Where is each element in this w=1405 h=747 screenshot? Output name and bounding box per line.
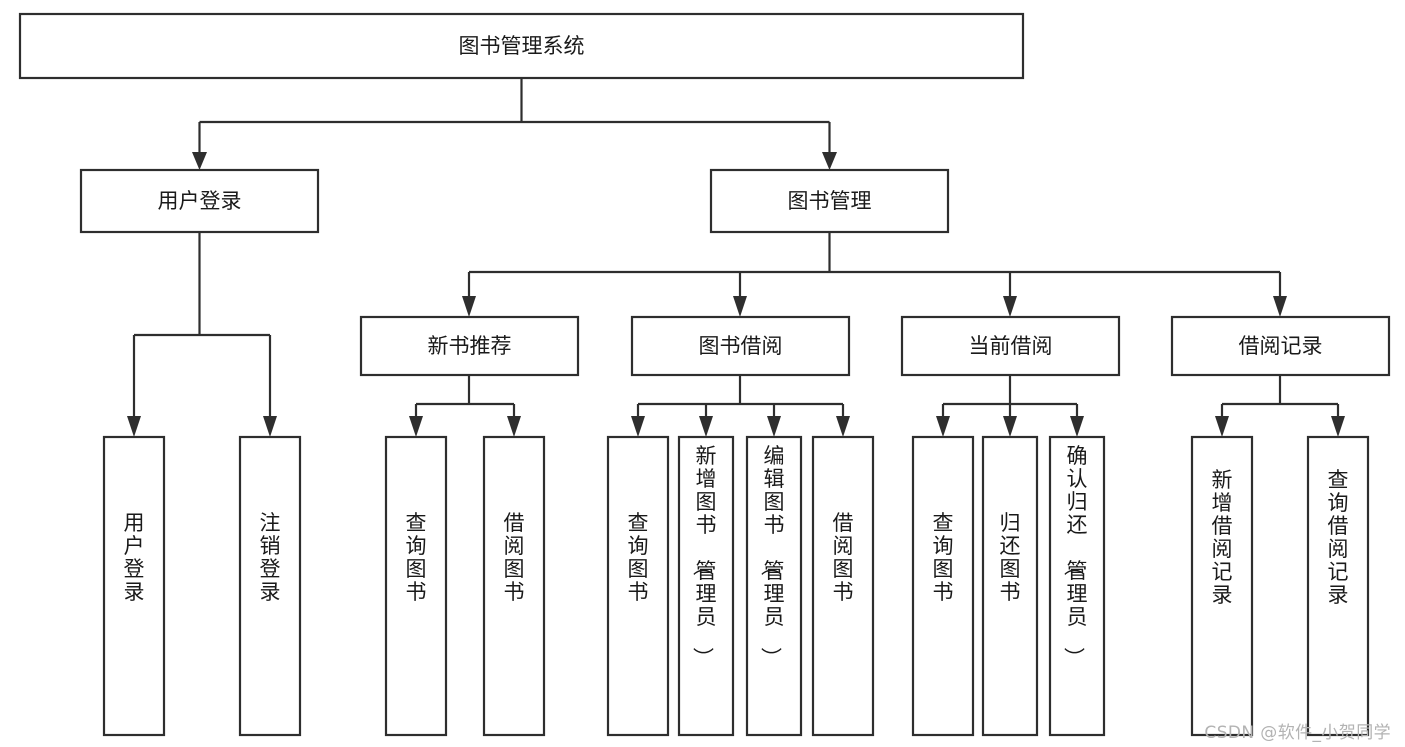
- node-records[interactable]: 借阅记录: [1170, 315, 1391, 377]
- node-leaf12[interactable]: 新增借阅记录: [1190, 435, 1254, 737]
- node-borrow-box[interactable]: [630, 315, 851, 377]
- arrow-head-leaf3: [409, 416, 423, 437]
- arrow-head-leaf13: [1331, 416, 1345, 437]
- node-leaf2-label: 注销登录: [260, 511, 281, 604]
- arrow-head-leaf7: [767, 416, 781, 437]
- node-leaf3-box[interactable]: [384, 435, 448, 737]
- arrow-head-leaf6: [699, 416, 713, 437]
- node-current[interactable]: 当前借阅: [900, 315, 1121, 377]
- node-leaf9-box[interactable]: [911, 435, 975, 737]
- node-leaf8-label: 借阅图书: [833, 511, 854, 604]
- arrow-head-leaf11: [1070, 416, 1084, 437]
- node-newbook-box[interactable]: [359, 315, 580, 377]
- node-leaf1-box[interactable]: [102, 435, 166, 737]
- arrow-head-to-records: [1273, 296, 1287, 317]
- node-newbook-label: 新书推荐: [428, 334, 512, 358]
- arrow-head-to-newbook: [462, 296, 476, 317]
- arrow-head-to-current: [1003, 296, 1017, 317]
- node-login-box[interactable]: [79, 168, 320, 234]
- node-leaf4-box[interactable]: [482, 435, 546, 737]
- arrow-head-leaf8: [836, 416, 850, 437]
- node-root-label: 图书管理系统: [459, 34, 585, 58]
- arrow-head-leaf10: [1003, 416, 1017, 437]
- node-newbook[interactable]: 新书推荐: [359, 315, 580, 377]
- node-leaf12-label: 新增借阅记录: [1212, 468, 1233, 607]
- node-leaf6-label: 新增图书（管理员）: [691, 444, 717, 668]
- node-leaf11-label: 确认归还（管理员）: [1062, 444, 1088, 668]
- node-current-box[interactable]: [900, 315, 1121, 377]
- node-leaf13-label: 查询借阅记录: [1328, 468, 1349, 607]
- node-leaf2[interactable]: 注销登录: [238, 435, 302, 737]
- node-leaf1[interactable]: 用户登录: [102, 435, 166, 737]
- node-bookmgmt-box[interactable]: [709, 168, 950, 234]
- node-leaf5-label: 查询图书: [628, 511, 649, 604]
- arrow-head-leaf12: [1215, 416, 1229, 437]
- node-leaf10-box[interactable]: [981, 435, 1039, 737]
- node-leaf11-box[interactable]: [1048, 435, 1106, 737]
- node-leaf8-box[interactable]: [811, 435, 875, 737]
- node-leaf13[interactable]: 查询借阅记录: [1306, 435, 1370, 737]
- node-leaf9-label: 查询图书: [933, 511, 954, 604]
- arrow-head-to-borrow: [733, 296, 747, 317]
- arrow-head-leaf5: [631, 416, 645, 437]
- node-login[interactable]: 用户登录: [79, 168, 320, 234]
- node-leaf6[interactable]: 新增图书（管理员）: [677, 435, 735, 737]
- node-leaf4[interactable]: 借阅图书: [482, 435, 546, 737]
- arrow-head-to-login: [192, 152, 207, 170]
- node-records-label: 借阅记录: [1239, 334, 1323, 358]
- node-root[interactable]: 图书管理系统: [18, 12, 1025, 80]
- node-login-label: 用户登录: [158, 189, 242, 213]
- node-leaf10-label: 归还图书: [1000, 511, 1021, 604]
- node-leaf1-label: 用户登录: [124, 511, 145, 604]
- node-leaf11[interactable]: 确认归还（管理员）: [1048, 435, 1106, 737]
- node-leaf5[interactable]: 查询图书: [606, 435, 670, 737]
- node-leaf7-label: 编辑图书（管理员）: [759, 444, 785, 668]
- node-leaf7-box[interactable]: [745, 435, 803, 737]
- arrow-head-leaf4: [507, 416, 521, 437]
- node-leaf2-box[interactable]: [238, 435, 302, 737]
- connector-layer: [127, 78, 1345, 437]
- node-leaf10[interactable]: 归还图书: [981, 435, 1039, 737]
- node-current-label: 当前借阅: [969, 334, 1053, 358]
- node-leaf4-label: 借阅图书: [504, 511, 525, 604]
- node-leaf3[interactable]: 查询图书: [384, 435, 448, 737]
- arrow-head-leaf2: [263, 416, 277, 437]
- arrow-head-leaf9: [936, 416, 950, 437]
- node-root-box[interactable]: [18, 12, 1025, 80]
- arrow-head-to-bookmgmt: [822, 152, 837, 170]
- node-leaf8[interactable]: 借阅图书: [811, 435, 875, 737]
- node-leaf7[interactable]: 编辑图书（管理员）: [745, 435, 803, 737]
- node-borrow[interactable]: 图书借阅: [630, 315, 851, 377]
- node-bookmgmt[interactable]: 图书管理: [709, 168, 950, 234]
- node-leaf5-box[interactable]: [606, 435, 670, 737]
- node-records-box[interactable]: [1170, 315, 1391, 377]
- node-leaf13-box[interactable]: [1306, 435, 1370, 737]
- node-leaf3-label: 查询图书: [406, 511, 427, 604]
- arrow-head-leaf1: [127, 416, 141, 437]
- node-leaf9[interactable]: 查询图书: [911, 435, 975, 737]
- node-borrow-label: 图书借阅: [699, 334, 783, 358]
- node-leaf12-box[interactable]: [1190, 435, 1254, 737]
- node-bookmgmt-label: 图书管理: [788, 189, 872, 213]
- node-leaf6-box[interactable]: [677, 435, 735, 737]
